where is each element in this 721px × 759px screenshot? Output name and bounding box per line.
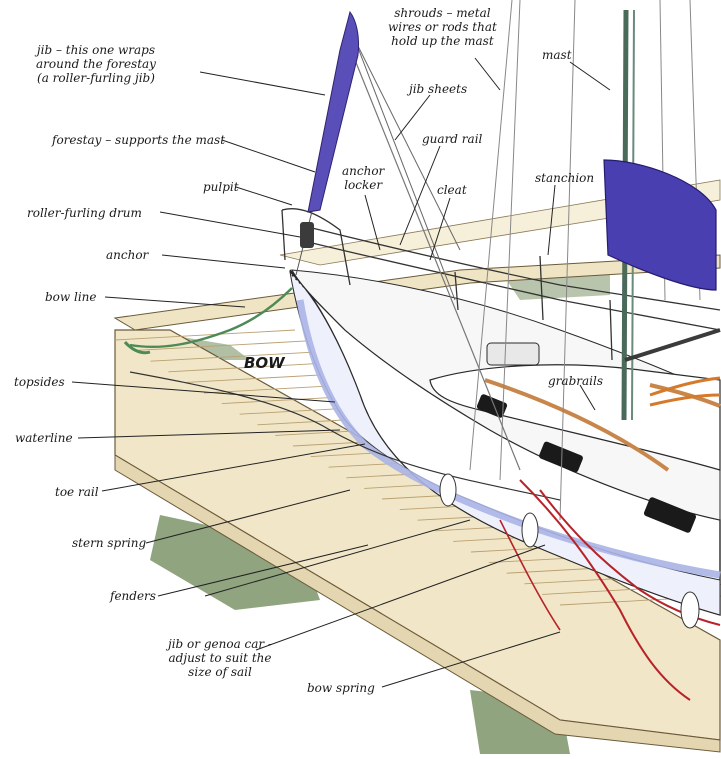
label-stanchion: stanchion — [535, 171, 594, 185]
label-forestay: forestay – supports the mast — [52, 133, 225, 147]
label-anchor: anchor — [106, 248, 148, 262]
label-topsides: topsides — [14, 375, 65, 389]
label-pulpit: pulpit — [203, 180, 239, 194]
label-bow-line: bow line — [45, 290, 97, 304]
label-toe-rail: toe rail — [55, 485, 99, 499]
label-bow-spring: bow spring — [307, 681, 375, 695]
label-grabrails: grabrails — [548, 374, 603, 388]
label-cleat: cleat — [437, 183, 467, 197]
label-stern-spring: stern spring — [72, 536, 146, 550]
label-fenders: fenders — [110, 589, 156, 603]
label-waterline: waterline — [15, 431, 73, 445]
label-shrouds: shrouds – metal wires or rods that hold … — [388, 6, 497, 48]
label-mast: mast — [542, 48, 572, 62]
label-jib-car: jib or genoa car - adjust to suit the si… — [168, 637, 272, 679]
label-bow: BOW — [244, 354, 285, 372]
label-jib: jib – this one wraps around the forestay… — [36, 43, 156, 85]
label-jib-sheets: jib sheets — [409, 82, 467, 96]
label-guard-rail: guard rail — [422, 132, 482, 146]
label-roller-furling-drum: roller-furling drum — [27, 206, 142, 220]
label-anchor-locker: anchor locker — [342, 164, 384, 192]
